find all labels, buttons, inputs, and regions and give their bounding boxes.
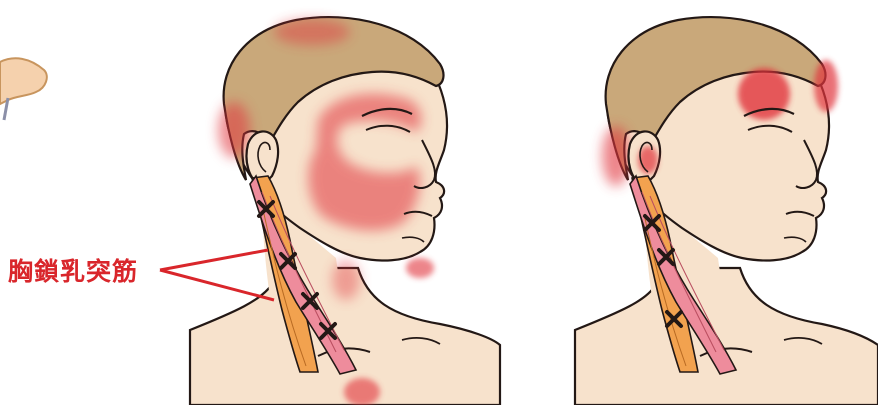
- muscle-label: 胸鎖乳突筋: [8, 252, 138, 288]
- right-head: [575, 17, 878, 405]
- hand-icon: [0, 58, 47, 120]
- left-head: [190, 17, 500, 405]
- label-pointer-lines: [160, 250, 274, 300]
